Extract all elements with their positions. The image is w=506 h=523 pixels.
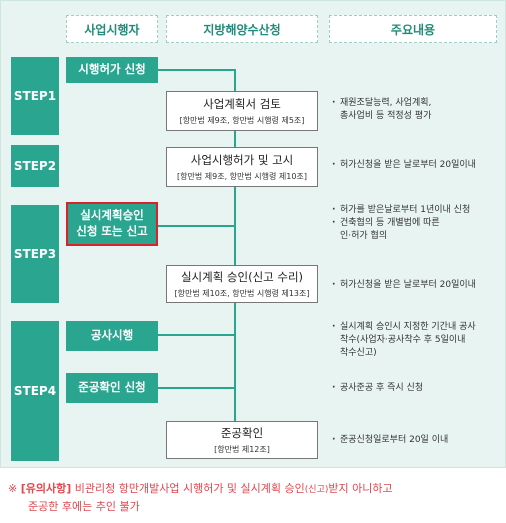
box-approval-application: 실시계획승인 신청 또는 신고	[66, 202, 158, 246]
step-4: STEP4	[11, 321, 59, 461]
note-step4-b: 공사준공 후 즉시 신청	[331, 382, 503, 395]
box-permit: 사업시행허가 및 고시 [항만법 제9조, 항만법 시행령 제10조]	[166, 147, 318, 187]
review-basis: [항만법 제9조, 항만법 시행령 제5조]	[179, 116, 305, 125]
caution-text-1: 비관리청 항만개발사업 시행허가 및 실시계획 승인	[74, 482, 305, 495]
process-diagram: 사업시행자 지방해양수산청 주요내용 STEP1 STEP2 STEP3 STE…	[0, 0, 506, 468]
box-completion-application: 준공확인 신청	[66, 373, 158, 403]
permit-title: 사업시행허가 및 고시	[190, 153, 294, 167]
connector-approval	[158, 225, 235, 227]
header-operator: 사업시행자	[66, 15, 158, 43]
completion-basis: [항만법 제12조]	[214, 445, 270, 454]
connector-construction	[158, 334, 235, 336]
caution-text-2: 받지 아니하고	[328, 482, 393, 495]
step-1: STEP1	[11, 57, 59, 135]
approval-line-1: 실시계획승인	[80, 208, 144, 223]
note-step3-c: 허가신청을 받은 날로부터 20일이내	[331, 279, 503, 292]
box-review: 사업계획서 검토 [항만법 제9조, 항만법 시행령 제5조]	[166, 91, 318, 131]
note-permit: 허가신청을 받은 날로부터 20일이내	[331, 159, 503, 172]
caution-note: ※ [유의사항] 비관리청 항만개발사업 시행허가 및 실시계획 승인(신고)받…	[8, 480, 498, 515]
note-review: 재원조달능력, 사업계획, 총사업비 등 적정성 평가	[331, 97, 503, 123]
box-completion: 준공확인 [항만법 제12조]	[166, 421, 318, 459]
caution-line-2: 준공한 후에는 추인 불가	[28, 499, 140, 513]
box-permit-application: 시행허가 신청	[66, 57, 158, 83]
note-step3: 허가를 받은날로부터 1년이내 신청 건축협의 등 개별법에 따른 인·허가 협…	[331, 204, 503, 243]
review-title: 사업계획서 검토	[203, 97, 281, 111]
caution-mark: ※	[8, 482, 18, 495]
caution-paren: (신고)	[304, 485, 329, 495]
box-construction-label: 공사시행	[90, 328, 134, 343]
approval-title: 실시계획 승인(신고 수리)	[180, 270, 304, 284]
note-step3-b2: 인·허가 협의	[340, 231, 388, 242]
note-review-line-2: 총사업비 등 적정성 평가	[340, 111, 432, 122]
box-construction: 공사시행	[66, 321, 158, 351]
step-2: STEP2	[11, 145, 59, 187]
note-step3-a: 허가를 받은날로부터 1년이내 신청	[331, 204, 503, 217]
note-step4-a1: 실시계획 승인시 지정한 기간내 공사	[331, 321, 503, 334]
header-authority: 지방해양수산청	[166, 15, 318, 43]
caution-label: [유의사항]	[20, 482, 72, 495]
permit-basis: [항만법 제9조, 항만법 시행령 제10조]	[177, 172, 307, 181]
note-step4-a2: 착수(사업자·공사착수 후 5일이내	[340, 335, 466, 346]
step-3: STEP3	[11, 205, 59, 303]
approval-basis: [항만법 제10조, 항만법 시행령 제13조]	[174, 289, 310, 298]
note-step4-a: 실시계획 승인시 지정한 기간내 공사 착수(사업자·공사착수 후 5일이내 착…	[331, 321, 503, 360]
box-permit-application-label: 시행허가 신청	[78, 62, 146, 77]
note-step3-b1: 건축협의 등 개별법에 따른	[331, 217, 503, 230]
note-step4-a3: 착수신고)	[340, 348, 377, 359]
note-permit-line: 허가신청을 받은 날로부터 20일이내	[331, 159, 503, 172]
note-step4-b-line: 공사준공 후 즉시 신청	[331, 382, 503, 395]
header-content: 주요내용	[329, 15, 497, 43]
box-approval: 실시계획 승인(신고 수리) [항만법 제10조, 항만법 시행령 제13조]	[166, 265, 318, 303]
completion-title: 준공확인	[220, 426, 264, 440]
connector-permit	[158, 69, 235, 71]
note-step3-c-wrap: 허가신청을 받은 날로부터 20일이내	[331, 279, 503, 292]
note-review-line-1: 재원조달능력, 사업계획,	[331, 97, 503, 110]
approval-line-2: 신청 또는 신고	[76, 224, 148, 238]
connector-completion	[158, 387, 235, 389]
note-step4-c-line: 준공신청일로부터 20일 이내	[331, 434, 503, 447]
note-step4-c: 준공신청일로부터 20일 이내	[331, 434, 503, 447]
box-completion-application-label: 준공확인 신청	[78, 380, 146, 395]
caution-line-1: ※ [유의사항] 비관리청 항만개발사업 시행허가 및 실시계획 승인(신고)받…	[8, 480, 498, 498]
connector-main	[234, 69, 236, 423]
